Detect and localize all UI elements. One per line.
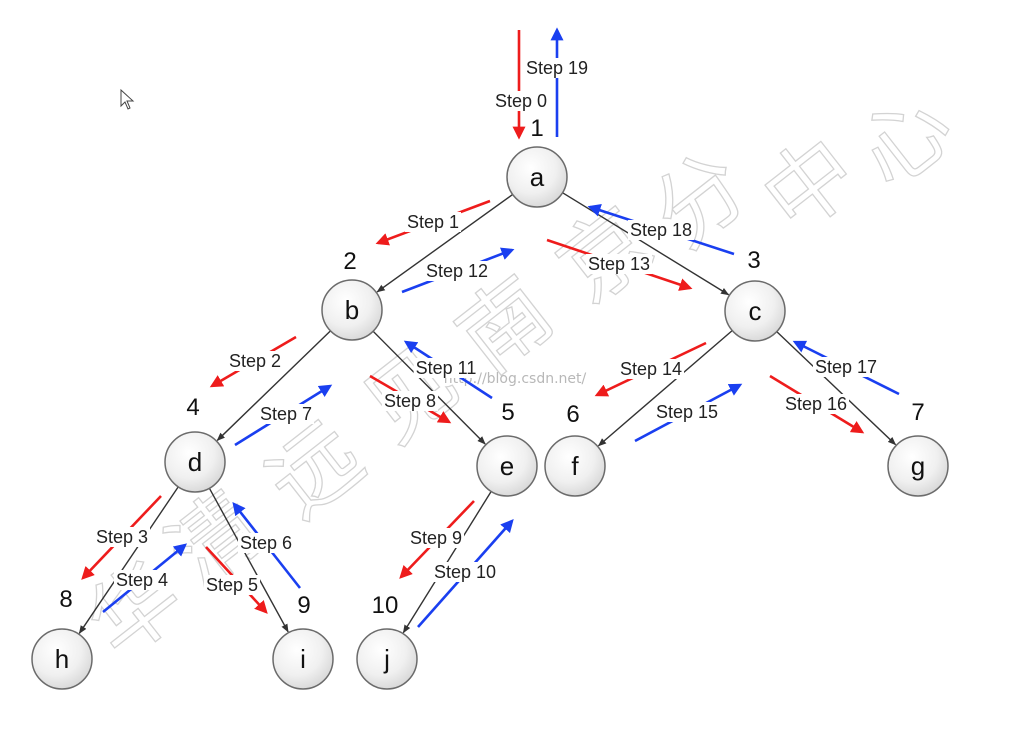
step-5-label: Step 5 xyxy=(206,575,258,595)
edge-b-d xyxy=(216,328,333,442)
node-b-number: 2 xyxy=(343,248,356,275)
step-8-label-bg xyxy=(381,391,439,411)
step-15-label: Step 15 xyxy=(656,402,718,422)
step-18-label-bg xyxy=(627,220,695,240)
step-11-label-bg xyxy=(413,358,479,378)
step-6-label: Step 6 xyxy=(240,533,292,553)
step-0-label: Step 0 xyxy=(495,91,547,111)
step-12-label-bg xyxy=(423,261,491,281)
node-g-circle xyxy=(887,435,949,497)
node-d-circle xyxy=(164,431,226,493)
node-h-circle xyxy=(31,628,93,690)
step-7-label: Step 7 xyxy=(260,404,312,424)
step-9-label: Step 9 xyxy=(410,528,462,548)
step-10-label: Step 10 xyxy=(434,562,496,582)
node-c-circle xyxy=(724,280,786,342)
edge-c-g xyxy=(774,329,897,446)
step-12-label: Step 12 xyxy=(426,261,488,281)
node-f-number: 6 xyxy=(566,401,579,428)
step-1-label-bg xyxy=(404,212,462,232)
step-19-label-bg xyxy=(523,58,591,78)
step-13-label-bg xyxy=(585,254,653,274)
step-2-label: Step 2 xyxy=(229,351,281,371)
node-d-label: d xyxy=(188,447,202,477)
edge-c-f xyxy=(597,328,735,447)
mouse-cursor-icon xyxy=(120,88,135,110)
node-c-label: c xyxy=(749,296,762,326)
node-g: g7 xyxy=(887,399,949,497)
step-9-label-bg xyxy=(407,528,465,548)
step-10-label-bg xyxy=(431,562,499,582)
node-j-circle xyxy=(356,628,418,690)
step-6-label-bg xyxy=(237,533,295,553)
node-a-label: a xyxy=(530,162,545,192)
step-15-label-bg xyxy=(653,402,721,422)
step-3-label-bg xyxy=(93,527,151,547)
step-14-label: Step 14 xyxy=(620,359,682,379)
node-h: h8 xyxy=(31,586,93,690)
step-5-label-bg xyxy=(203,575,261,595)
node-b-circle xyxy=(321,279,383,341)
node-i-circle xyxy=(272,628,334,690)
step-11-label: Step 11 xyxy=(416,358,477,378)
node-c-number: 3 xyxy=(747,247,760,274)
node-c: c3 xyxy=(724,247,786,342)
node-i-number: 9 xyxy=(297,592,310,619)
node-a-circle xyxy=(506,146,568,208)
watermark-url: http://blog.csdn.net/ xyxy=(444,371,587,387)
step-19-label: Step 19 xyxy=(526,58,588,78)
edge-b-e xyxy=(371,329,486,445)
step-16-label-bg xyxy=(782,394,850,414)
node-f-circle xyxy=(544,435,606,497)
step-3-label: Step 3 xyxy=(96,527,148,547)
tree-edges xyxy=(78,191,897,635)
node-b-label: b xyxy=(345,295,359,325)
node-b: b2 xyxy=(321,248,383,341)
node-e-label: e xyxy=(500,451,514,481)
node-a: a1 xyxy=(506,115,568,208)
step-1-label: Step 1 xyxy=(407,212,459,232)
node-j: j 10 xyxy=(356,592,418,690)
step-17-label: Step 17 xyxy=(815,357,877,377)
node-d: d4 xyxy=(164,394,226,493)
node-i-label: i xyxy=(300,644,306,674)
step-4-label-bg xyxy=(113,570,171,590)
node-e: e5 xyxy=(476,399,538,497)
node-e-circle xyxy=(476,435,538,497)
edge-a-b xyxy=(376,192,515,293)
node-g-label: g xyxy=(911,451,925,481)
step-0-label-bg xyxy=(492,91,550,111)
edge-d-h xyxy=(78,484,180,635)
step-16-label: Step 16 xyxy=(785,394,847,414)
node-d-number: 4 xyxy=(186,394,199,421)
step-labels: Step 0 Step 1 Step 2 Step 3 Step 4 Step 5 Step… xyxy=(93,58,880,595)
node-j-number: 10 xyxy=(372,592,399,619)
node-j-label: j xyxy=(383,644,390,674)
step-4-label: Step 4 xyxy=(116,570,168,590)
edge-e-j xyxy=(402,489,493,634)
node-g-number: 7 xyxy=(911,399,924,426)
step-8-label: Step 8 xyxy=(384,391,436,411)
node-f-label: f xyxy=(571,451,579,481)
step-13-label: Step 13 xyxy=(588,254,650,274)
node-f: f6 xyxy=(544,401,606,497)
step-2-label-bg xyxy=(226,351,284,371)
node-e-number: 5 xyxy=(501,399,514,426)
node-i: i9 xyxy=(272,592,334,690)
step-17-label-bg xyxy=(812,357,880,377)
edge-d-i xyxy=(207,486,289,633)
step-7-label-bg xyxy=(257,404,315,424)
node-a-number: 1 xyxy=(530,115,543,142)
node-h-number: 8 xyxy=(59,586,72,613)
step-18-label: Step 18 xyxy=(630,220,692,240)
step-14-label-bg xyxy=(617,359,685,379)
node-h-label: h xyxy=(55,644,69,674)
